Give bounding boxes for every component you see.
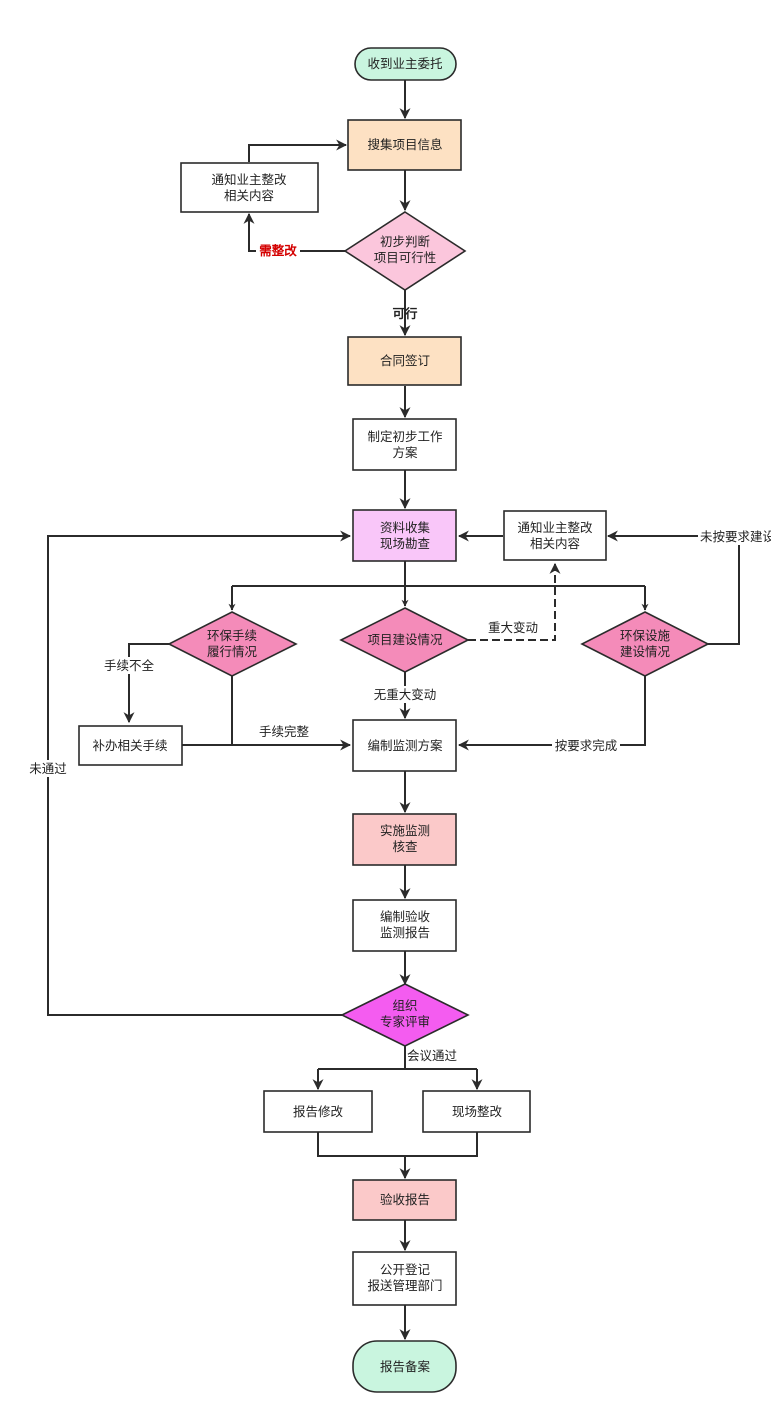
- implement-label-1: 实施监测: [380, 823, 430, 838]
- archive-label: 报告备案: [380, 1359, 431, 1374]
- edge-prejudge-notify1: [243, 212, 345, 252]
- site-fix-label: 现场整改: [452, 1104, 503, 1119]
- incomplete-label-bg: [100, 657, 158, 674]
- notify2-box: [503, 510, 607, 561]
- not-passed-label-bg: [26, 760, 70, 777]
- complete-label: 手续完整: [259, 724, 310, 739]
- report-fix-box: [263, 1090, 373, 1133]
- supplement-box: [78, 725, 183, 766]
- notify2-label-2: 相关内容: [530, 536, 580, 551]
- report-compile-box: [352, 899, 457, 952]
- publish-label-2: 报送管理部门: [367, 1278, 442, 1293]
- edge-eia-supplement: [123, 643, 169, 724]
- implement-box: [352, 813, 457, 866]
- supplement-label: 补办相关手续: [92, 738, 167, 753]
- major-change-label: 重大变动: [488, 620, 538, 635]
- no-major-change-label: 无重大变动: [374, 687, 437, 702]
- review-label-1: 组织: [392, 998, 417, 1013]
- prejudge-label-2: 项目可行性: [374, 250, 437, 265]
- plan-label-2: 方案: [392, 445, 418, 460]
- edge-notify1-collect: [248, 139, 348, 162]
- facility-diamond: [580, 611, 710, 677]
- no-major-change-label-bg: [367, 686, 443, 703]
- not-as-required-label: 未按要求建设: [700, 529, 771, 544]
- plan-box: [352, 418, 457, 471]
- report-compile-label-1: 编制验收: [380, 909, 431, 924]
- contract-label: 合同签订: [380, 353, 430, 368]
- feasible-label: 可行: [392, 306, 418, 321]
- contract-box: [347, 336, 462, 386]
- prejudge-diamond: [343, 211, 467, 291]
- edge-review-survey: [47, 530, 352, 1016]
- site-fix-box: [422, 1090, 531, 1133]
- not-as-required-label-bg: [698, 528, 771, 545]
- construct-label: 项目建设情况: [367, 632, 443, 647]
- eia-label-2: 履行情况: [207, 644, 258, 659]
- facility-label-2: 建设情况: [620, 644, 671, 659]
- start-terminal: [354, 47, 457, 81]
- review-diamond: [340, 983, 470, 1047]
- need-fix-label: 需整改: [259, 243, 297, 258]
- review-label-2: 专家评审: [380, 1014, 430, 1029]
- collect-info-label: 搜集项目信息: [367, 137, 442, 152]
- notify1-label-1: 通知业主整改: [211, 172, 287, 187]
- publish-box: [352, 1251, 457, 1306]
- survey-label-1: 资料收集: [380, 520, 431, 535]
- archive-terminal: [352, 1340, 457, 1393]
- plan-label-1: 制定初步工作: [367, 429, 443, 444]
- implement-label-2: 核查: [392, 839, 418, 854]
- done-as-required-label: 按要求完成: [555, 738, 618, 753]
- notify2-label-1: 通知业主整改: [517, 520, 593, 535]
- accept-report-label: 验收报告: [380, 1192, 430, 1207]
- notify1-box: [180, 162, 319, 213]
- publish-label-1: 公开登记: [380, 1262, 431, 1277]
- eia-label-1: 环保手续: [207, 628, 257, 643]
- report-fix-label: 报告修改: [293, 1104, 344, 1119]
- edge-construct-notify2-dashed: [468, 562, 561, 641]
- eia-diamond: [167, 611, 298, 677]
- done-as-required-label-bg: [552, 737, 620, 754]
- construct-diamond: [339, 607, 470, 673]
- accept-report-box: [352, 1179, 457, 1221]
- edge-merge: [317, 1132, 478, 1157]
- edge-facility-monitor: [457, 676, 646, 751]
- notify1-label-2: 相关内容: [224, 188, 274, 203]
- start-label: 收到业主委托: [367, 56, 442, 71]
- incomplete-label: 手续不全: [104, 658, 155, 673]
- prejudge-label-1: 初步判断: [380, 234, 430, 249]
- passed-label: 会议通过: [407, 1048, 458, 1063]
- need-fix-label-bg: [256, 242, 300, 259]
- facility-label-1: 环保设施: [620, 628, 671, 643]
- not-passed-label: 未通过: [29, 761, 67, 776]
- collect-info-box: [347, 119, 462, 171]
- survey-box: [352, 509, 457, 562]
- survey-label-2: 现场勘查: [380, 536, 431, 551]
- monitor-plan-label: 编制监测方案: [367, 738, 443, 753]
- monitor-plan-box: [352, 719, 457, 772]
- edge-facility-notify2: [606, 530, 740, 645]
- report-compile-label-2: 监测报告: [380, 925, 430, 940]
